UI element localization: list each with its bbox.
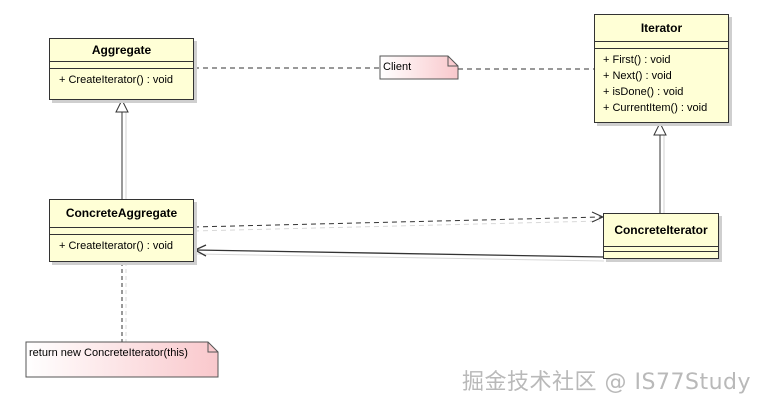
concreteaggregate-class-name: ConcreteAggregate <box>65 206 178 220</box>
concreteaggregate-op-create-iterator: + CreateIterator() : void <box>59 240 174 252</box>
concreteiterator-operations <box>604 251 718 256</box>
watermark-text: 掘金技术社区 @ IS77Study <box>462 370 751 395</box>
iterator-operations: + First() : void + Next() : void + isDon… <box>595 48 728 118</box>
iterator-op-currentitem: + CurrentItem() : void <box>603 102 708 114</box>
client-note-text: Client <box>383 61 412 73</box>
return-note-text: return new ConcreteIterator(this) <box>29 347 188 359</box>
iterator-op-isdone: + isDone() : void <box>603 86 684 98</box>
client-note: Client <box>383 60 411 74</box>
create-dependency-arrow <box>193 211 605 232</box>
aggregate-op-create-iterator: + CreateIterator() : void <box>59 74 174 86</box>
concreteiterator-class[interactable]: ConcreteIterator <box>603 213 719 259</box>
return-note-shape <box>25 341 219 378</box>
aggregate-operations: + CreateIterator() : void <box>50 68 193 90</box>
concreteaggregate-class[interactable]: ConcreteAggregate + CreateIterator() : v… <box>49 199 194 262</box>
aggregate-attributes <box>50 61 193 68</box>
iterator-attributes <box>595 41 728 48</box>
concreteiterator-attributes <box>604 246 718 251</box>
iterator-op-first: + First() : void <box>603 54 671 66</box>
aggregate-class-name: Aggregate <box>91 43 152 57</box>
back-reference-arrow <box>193 244 605 262</box>
client-note-shape <box>379 55 459 80</box>
aggregate-class[interactable]: Aggregate + CreateIterator() : void <box>49 38 194 100</box>
iterator-class-name: Iterator <box>640 21 683 35</box>
concreteaggregate-attributes <box>50 227 193 234</box>
concreteaggregate-operations: + CreateIterator() : void <box>50 234 193 256</box>
iterator-class[interactable]: Iterator + First() : void + Next() : voi… <box>594 14 729 123</box>
concreteiterator-class-name: ConcreteIterator <box>614 223 708 237</box>
concreteaggregate-generalization <box>115 98 129 199</box>
iterator-op-next: + Next() : void <box>603 70 672 82</box>
return-note: return new ConcreteIterator(this) <box>29 346 188 360</box>
concreteiterator-generalization <box>653 121 667 213</box>
